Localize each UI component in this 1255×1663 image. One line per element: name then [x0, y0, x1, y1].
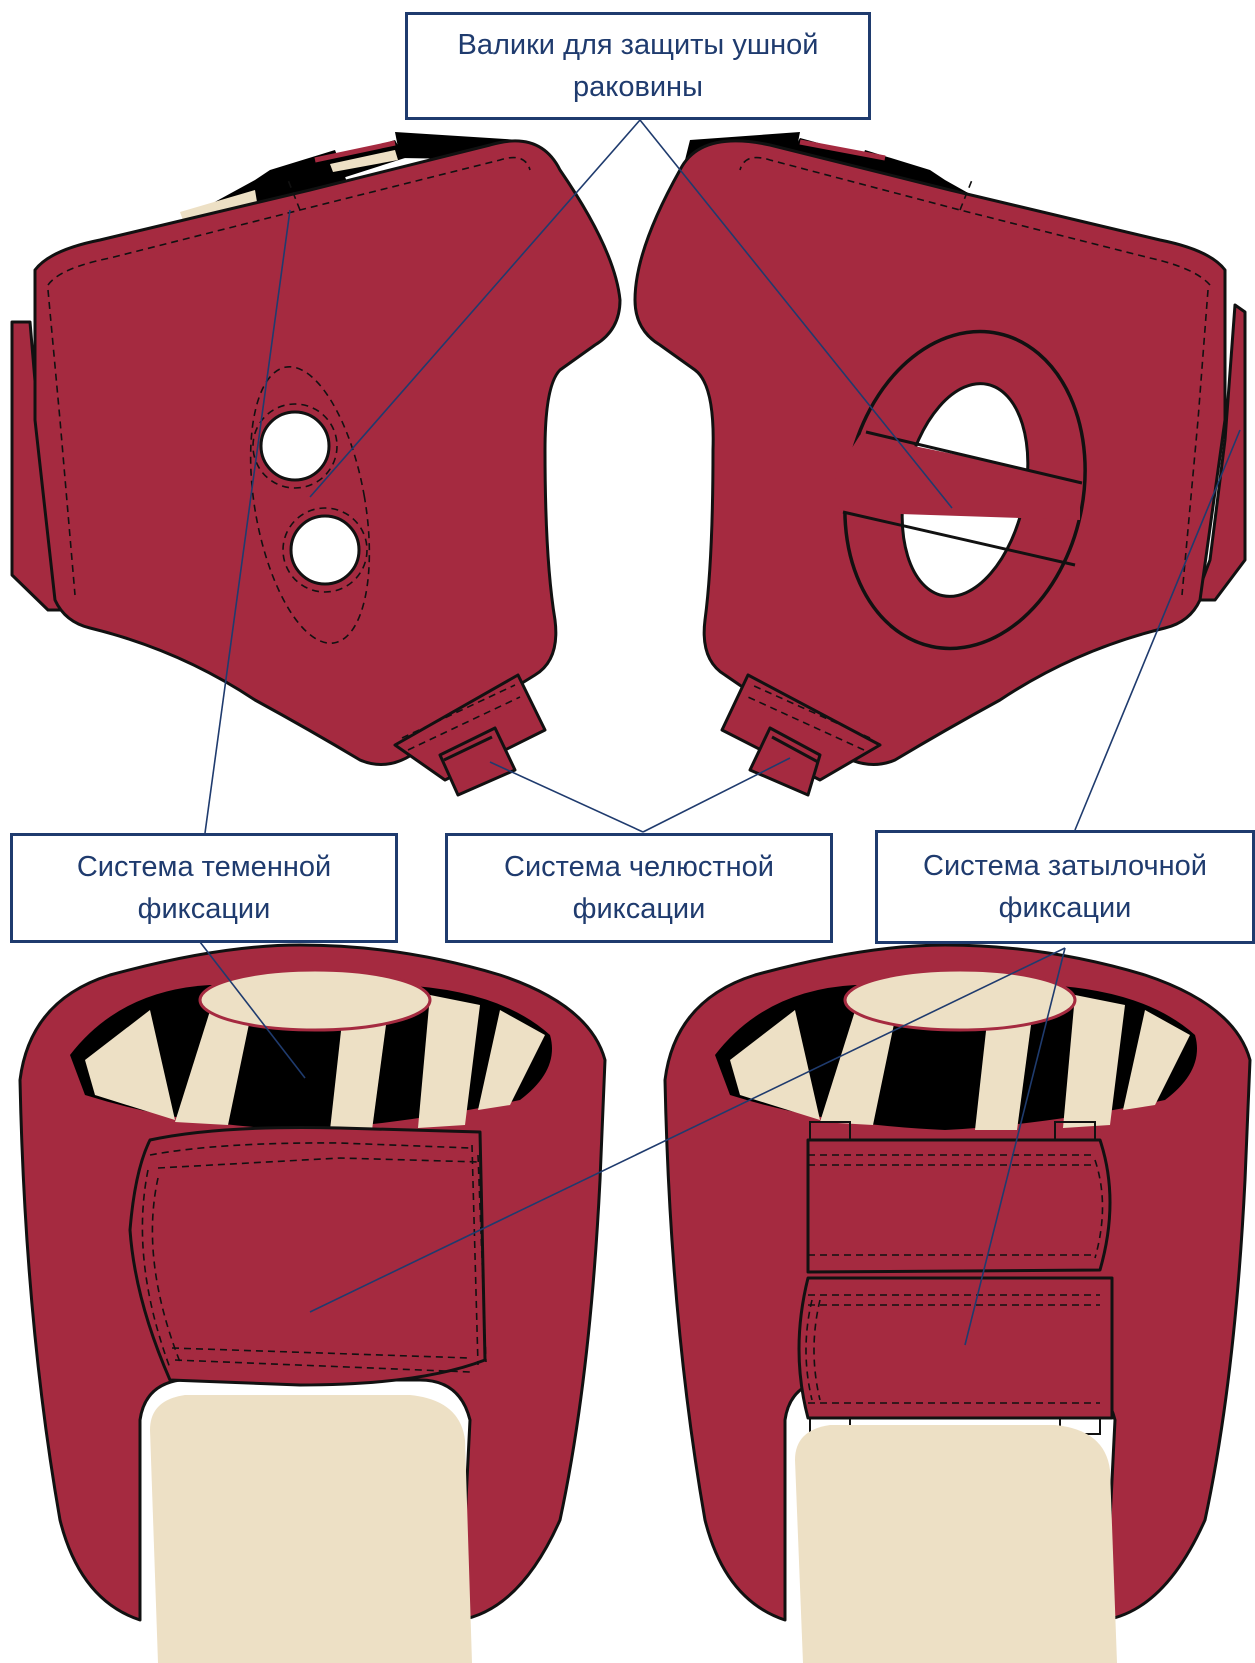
label-jaw-line1: Система челюстной	[504, 846, 774, 888]
label-ear-protection: Валики для защиты ушной раковины	[405, 12, 871, 120]
label-crown-line2: фиксации	[77, 888, 331, 930]
label-nape-line1: Система затылочной	[923, 845, 1207, 887]
helmet-side-right	[635, 132, 1245, 795]
label-ear-line2: раковины	[458, 66, 819, 108]
label-jaw-line2: фиксации	[504, 888, 774, 930]
helmet-back-right	[665, 945, 1250, 1663]
helmet-side-left	[12, 132, 620, 795]
label-crown-fixation: Система теменной фиксации	[10, 833, 398, 943]
label-nape-line2: фиксации	[923, 887, 1207, 929]
label-jaw-fixation: Система челюстной фиксации	[445, 833, 833, 943]
helmet-back-left	[20, 945, 605, 1663]
label-ear-line1: Валики для защиты ушной	[458, 24, 819, 66]
label-crown-line1: Система теменной	[77, 846, 331, 888]
label-nape-fixation: Система затылочной фиксации	[875, 830, 1255, 944]
